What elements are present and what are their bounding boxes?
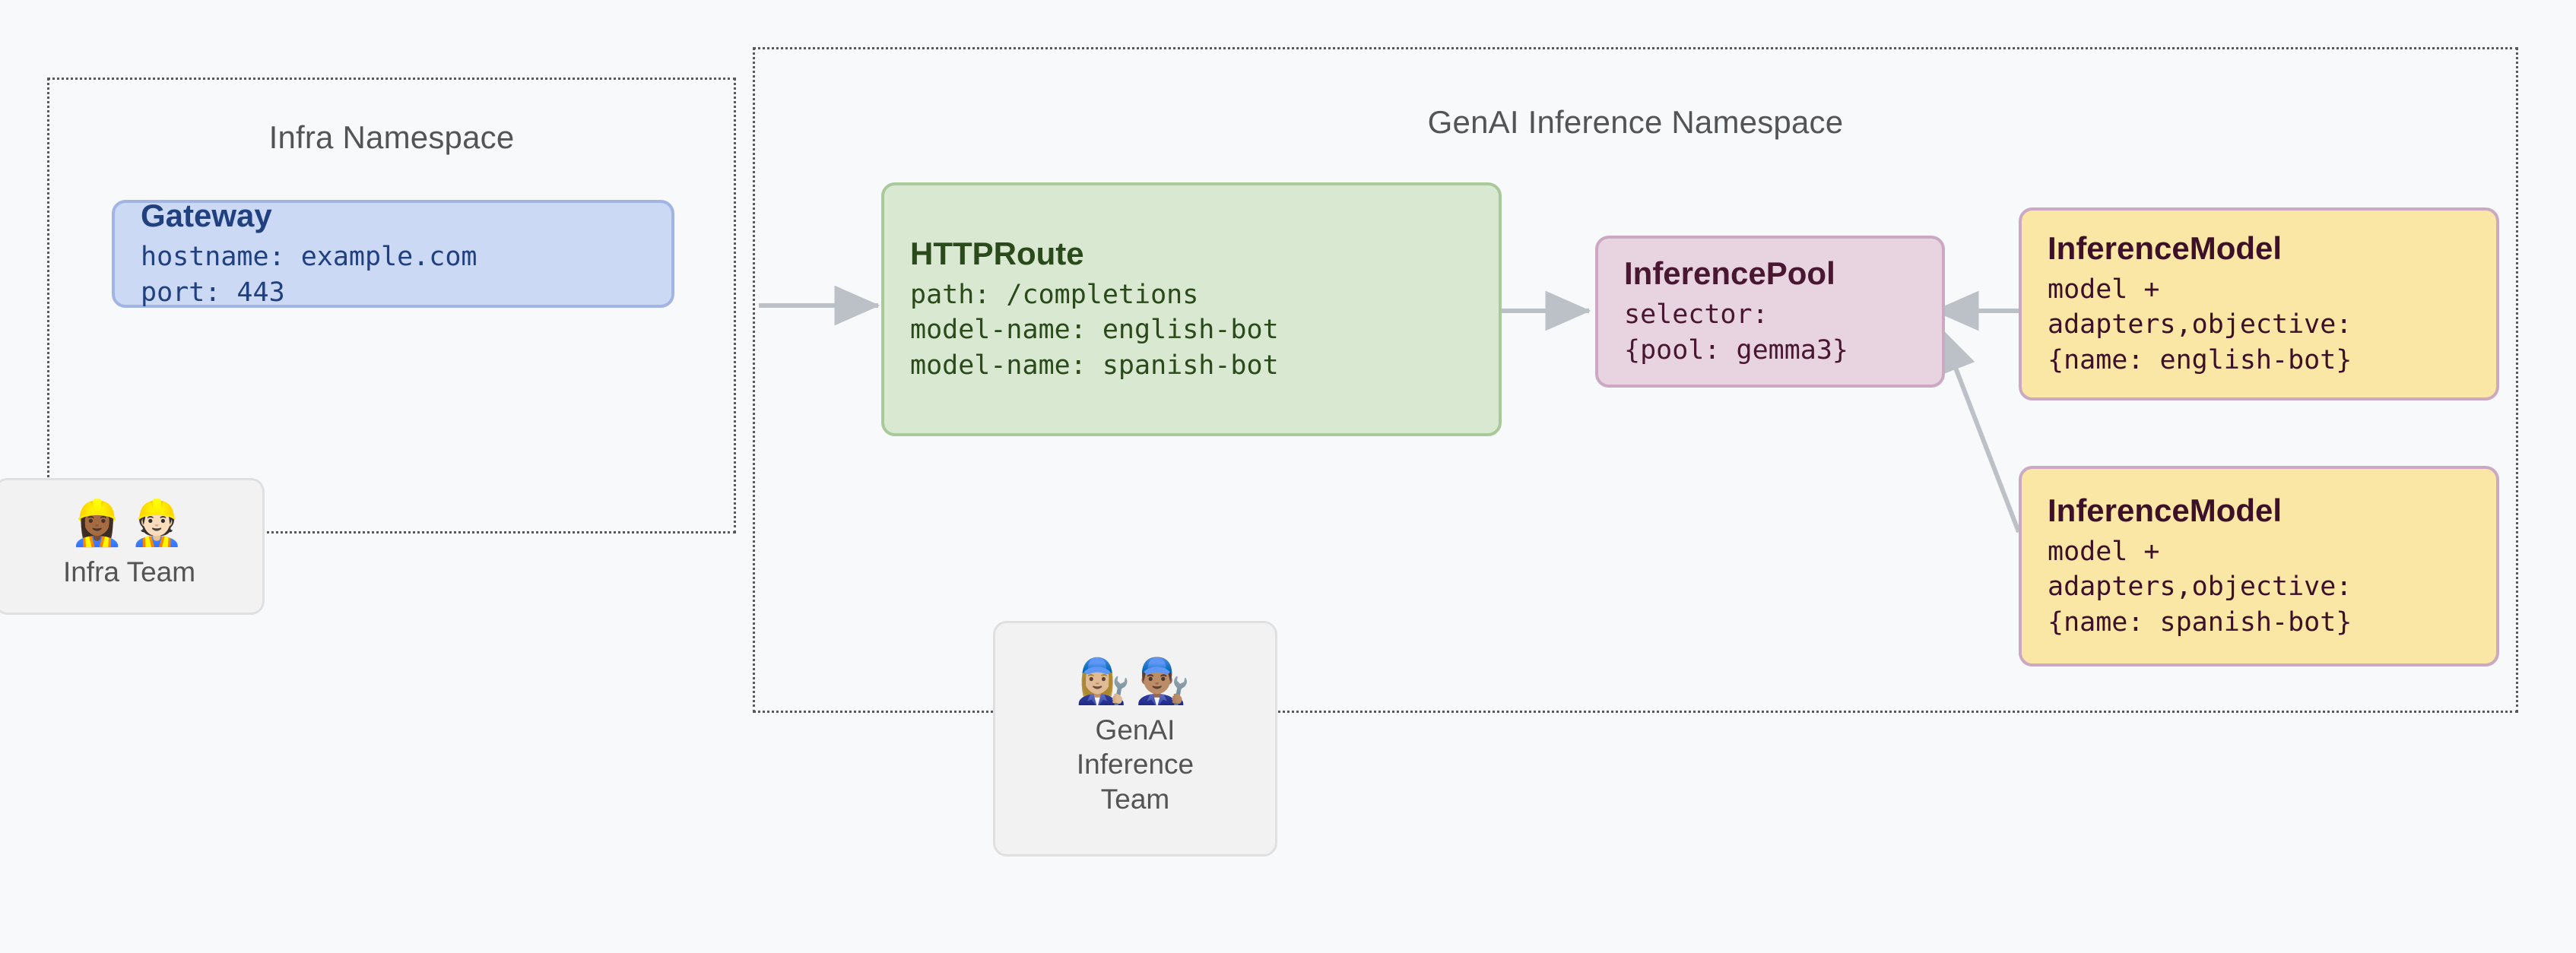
card-httproute-line-path: path: /completions [910,280,1199,311]
card-httproute-line-model-english: model-name: english-bot [910,315,1279,346]
genai-team-label: GenAI Inference Team [1076,714,1194,815]
card-inferencepool[interactable]: InferencePool selector: {pool: gemma3} [1595,236,1945,388]
card-inferencemodel-english-title: InferenceModel [2048,230,2283,267]
namespace-infra-title: Infra Namespace [268,119,515,155]
infra-team-avatars: 👷🏾‍♀️👷🏻 [69,499,189,549]
card-inferencemodel-spanish-line-adapters: adapters,objective: [2048,571,2352,603]
card-inferencemodel-spanish[interactable]: InferenceModel model + adapters,objectiv… [2019,466,2499,666]
card-inferencemodel-spanish-line-model: model + [2048,537,2160,568]
card-inferencepool-title: InferencePool [1624,255,1835,292]
card-inferencemodel-english-line-model: model + [2048,274,2160,306]
card-inferencemodel-english-line-name: {name: english-bot} [2048,344,2352,375]
team-card-infra[interactable]: 👷🏾‍♀️👷🏻 Infra Team [0,478,265,615]
namespace-genai-title: GenAI Inference Namespace [1427,104,1844,140]
namespace-genai: GenAI Inference Namespace [753,47,2518,713]
card-gateway-line-port: port: 443 [141,277,285,308]
card-httproute[interactable]: HTTPRoute path: /completions model-name:… [881,182,1502,436]
genai-team-avatars: 👩🏼‍🔧👨🏽‍🔧 [1075,657,1195,707]
card-inferencepool-line-pool: {pool: gemma3} [1624,334,1849,366]
card-inferencemodel-english-line-adapters: adapters,objective: [2048,309,2352,340]
card-inferencemodel-spanish-line-name: {name: spanish-bot} [2048,606,2352,638]
team-card-genai[interactable]: 👩🏼‍🔧👨🏽‍🔧 GenAI Inference Team [993,621,1277,856]
card-gateway-line-hostname: hostname: example.com [141,242,477,273]
card-inferencemodel-english[interactable]: InferenceModel model + adapters,objectiv… [2019,207,2499,401]
card-gateway[interactable]: Gateway hostname: example.com port: 443 [112,198,674,308]
card-inferencepool-line-selector: selector: [1624,299,1769,331]
infra-team-label: Infra Team [62,556,196,588]
card-httproute-title: HTTPRoute [910,236,1084,272]
card-gateway-title: Gateway [141,198,272,234]
card-httproute-line-model-spanish: model-name: spanish-bot [910,350,1279,381]
card-inferencemodel-spanish-title: InferenceModel [2048,492,2283,529]
namespace-infra: Infra Namespace [47,78,736,533]
